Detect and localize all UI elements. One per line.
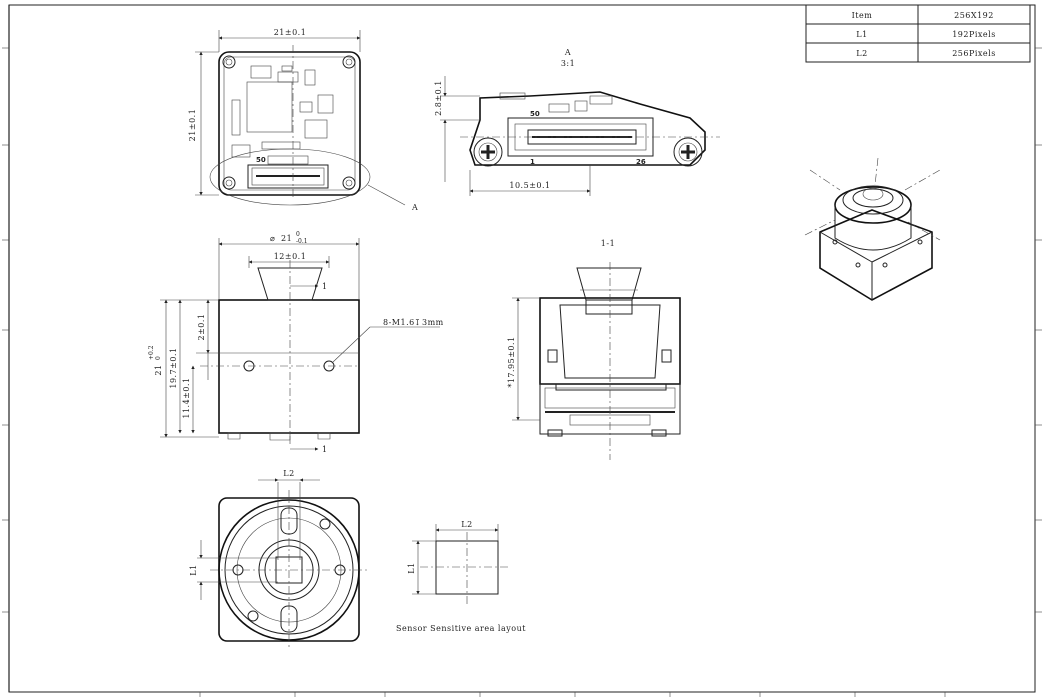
lens-dim: 12±0.1 [274, 252, 307, 261]
detail-title: A [564, 48, 571, 57]
detail-pin-26-label: 26 [636, 158, 646, 166]
sensor-layout: L2 L1 Sensor Sensitive area layout [396, 520, 526, 633]
top-height-dim: 21±0.1 [188, 109, 197, 142]
detail-a-view: A 3:1 50 1 26 2.8±0.1 [434, 48, 720, 196]
isometric-view [804, 157, 941, 301]
bottom-l1-label: L1 [189, 564, 198, 575]
section-title: 1-1 [601, 239, 615, 248]
sensor-caption: Sensor Sensitive area layout [396, 624, 526, 633]
bottom-hole-icon [232, 518, 346, 622]
hole-depth-symbol: ↧ [414, 318, 421, 327]
bottom-l2-label: L2 [283, 469, 294, 478]
hole-note: 8-M1.6 [383, 318, 415, 327]
dim-2: 2±0.1 [197, 313, 206, 340]
spec-row-1-item: L1 [856, 30, 867, 39]
section-mark-bottom: 1 [322, 445, 328, 454]
total-tol-upper: +0.2 [148, 345, 155, 360]
bottom-view: L2 L1 [189, 469, 368, 648]
detail-width-dim: 10.5±0.1 [509, 181, 550, 190]
top-pin-50-label: 50 [256, 156, 266, 164]
spec-row-1-value: 192Pixels [952, 30, 996, 39]
total-tol-lower: 0 [155, 356, 162, 360]
diameter-tol-upper: 0 [296, 231, 300, 238]
diameter-dim: 21 [281, 234, 292, 243]
detail-pin-50-label: 50 [530, 110, 540, 118]
spec-row-2-item: L2 [856, 49, 867, 58]
drawing-frame [2, 4, 1042, 697]
spec-row-0-value: 256X192 [954, 11, 994, 20]
mount-hole-icon [222, 55, 356, 190]
top-view: 50 A 21±0.1 21±0.1 [188, 28, 418, 212]
section-mark-top: 1 [322, 282, 328, 291]
section-view: 1-1 *17.95±0.1 [507, 239, 681, 460]
section-height-dim: *17.95±0.1 [507, 336, 516, 387]
sensor-l2-label: L2 [461, 520, 472, 529]
total-height-dim: 21 [154, 364, 163, 375]
detail-scale: 3:1 [561, 59, 575, 68]
spec-row-2-value: 256Pixels [952, 49, 996, 58]
diameter-symbol: ⌀ [270, 234, 275, 243]
dim-11-4: 11.4±0.1 [182, 377, 191, 418]
front-view: 1 1 ⌀ 21 0 -0.1 12±0.1 8-M1.6 ↧ 3mm 21 +… [148, 231, 444, 454]
detail-callout-label: A [411, 203, 418, 212]
spec-row-0-item: Item [852, 11, 873, 20]
detail-height-dim: 2.8±0.1 [434, 80, 443, 116]
hole-depth: 3mm [422, 318, 444, 327]
spec-table: Item 256X192 L1 192Pixels L2 256Pixels [805, 4, 1031, 63]
top-width-dim: 21±0.1 [274, 28, 307, 37]
diameter-tol-lower: -0.1 [296, 238, 308, 245]
dim-19-7: 19.7±0.1 [169, 347, 178, 388]
detail-pin-1-label: 1 [530, 158, 535, 166]
sensor-l1-label: L1 [407, 562, 416, 573]
screw-icon [473, 137, 703, 167]
